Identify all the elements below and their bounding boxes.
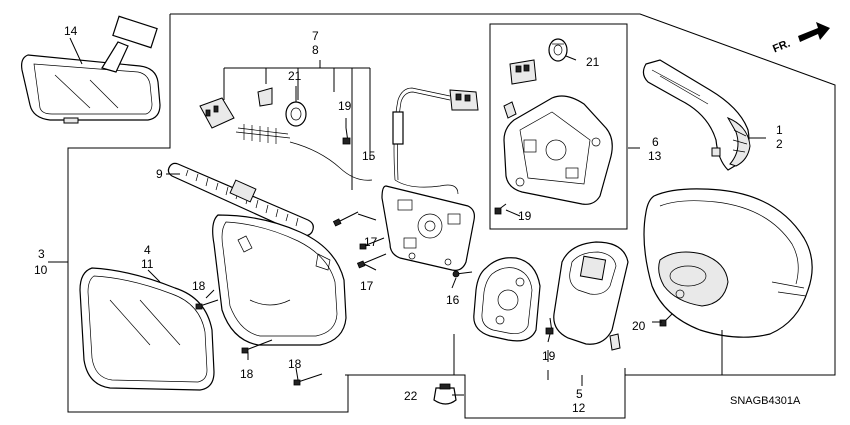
callout-18-a: 18 — [192, 279, 206, 293]
front-direction-label: FR. — [771, 38, 792, 56]
screw-18-c — [293, 373, 323, 386]
callout-17-upper: 17 — [364, 235, 378, 249]
callout-1: 1 — [776, 123, 783, 137]
callout-18-b: 18 — [240, 367, 254, 381]
mirror-actuator — [381, 185, 475, 271]
mirror-frame — [212, 214, 347, 346]
callout-19-sub: 19 — [518, 209, 532, 223]
callout-9: 9 — [156, 167, 163, 181]
callout-21-left: 21 — [288, 69, 302, 83]
screw-19-bottom — [545, 317, 554, 335]
screw-18-a — [195, 299, 219, 310]
callout-21-right: 21 — [586, 55, 600, 69]
callout-22: 22 — [404, 389, 418, 403]
callout-11: 11 — [141, 257, 154, 271]
callout-10: 10 — [34, 263, 48, 277]
grommet — [433, 383, 457, 405]
callouts: 14 7 8 21 19 15 9 3 10 4 11 18 18 18 17 … — [34, 24, 783, 415]
leader-lines — [48, 37, 766, 396]
callout-5: 5 — [576, 387, 583, 401]
subassembly-frame — [489, 23, 628, 230]
diagram-code: SNAGB4301A — [730, 395, 801, 407]
callout-8: 8 — [312, 43, 319, 57]
mirror-motor-assembly — [503, 38, 613, 205]
base-gasket — [473, 257, 541, 342]
connector-group — [199, 60, 373, 190]
callout-2: 2 — [776, 137, 783, 151]
callout-18-c: 18 — [288, 357, 302, 371]
screw-17-lower — [356, 253, 387, 269]
screw-17-upper — [332, 211, 359, 227]
callout-3: 3 — [38, 247, 45, 261]
turn-signal-light — [642, 59, 751, 171]
screw-19-sub — [494, 203, 507, 215]
callout-16: 16 — [446, 293, 460, 307]
callout-20: 20 — [632, 319, 646, 333]
screw-18-b — [241, 339, 273, 354]
callout-19-bottom: 19 — [542, 349, 556, 363]
harness — [392, 87, 479, 195]
callout-19-top: 19 — [338, 99, 352, 113]
screw-16 — [452, 270, 473, 278]
callout-6: 6 — [652, 135, 659, 149]
screw-17-mid — [359, 237, 385, 250]
mirror-housing-cap — [643, 188, 813, 338]
callout-14: 14 — [64, 24, 78, 38]
screw-19-top — [342, 127, 351, 145]
rear-view-mirror — [21, 15, 161, 124]
callout-4: 4 — [144, 243, 151, 257]
mirror-glass — [79, 267, 215, 391]
callout-15: 15 — [362, 149, 376, 163]
callout-12: 12 — [572, 401, 586, 415]
callout-7: 7 — [312, 29, 319, 43]
callout-17-lower: 17 — [360, 279, 374, 293]
callout-13: 13 — [648, 149, 662, 163]
front-direction-arrow-icon — [798, 22, 830, 42]
mirror-base-cover — [553, 241, 629, 351]
screws — [195, 127, 683, 386]
